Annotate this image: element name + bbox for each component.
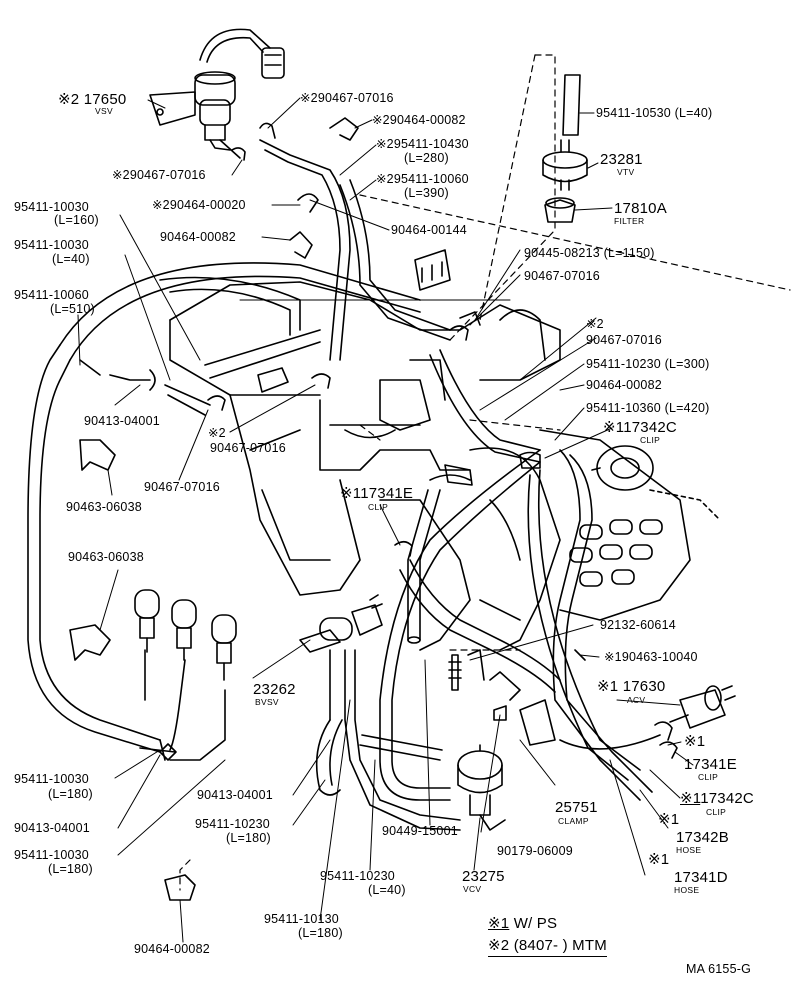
label-90413-04001-c: 90413-04001 bbox=[14, 821, 90, 835]
label-17342b-mark: ※1 bbox=[658, 811, 680, 828]
label-92132-60614: 92132-60614 bbox=[600, 618, 676, 632]
label-90463-10040: ※190463-10040 bbox=[604, 650, 698, 664]
label-17342c-b-sub: CLIP bbox=[706, 807, 727, 817]
vtv-valve-icon bbox=[542, 74, 588, 191]
label-17341e-a-sub: CLIP bbox=[368, 502, 389, 512]
label-17342b-sub: HOSE bbox=[676, 845, 702, 855]
label-17341e-b-sub: CLIP bbox=[698, 772, 719, 782]
label-95411-10230-l40: 95411-10230 bbox=[320, 869, 395, 883]
label-acv-sub: ACV bbox=[627, 695, 646, 705]
label-95411-10030-l40-len: (L=40) bbox=[52, 252, 90, 266]
label-90467-07016-a: ※290467-07016 bbox=[300, 91, 394, 105]
label-90463-06038-b: 90463-06038 bbox=[68, 550, 144, 564]
vsv-valve-icon bbox=[149, 47, 285, 159]
label-vsv: ※2 17650 bbox=[58, 91, 127, 108]
label-90449-15001: 90449-15001 bbox=[382, 824, 458, 838]
small-tubes bbox=[79, 359, 226, 761]
screw-icon bbox=[448, 654, 462, 691]
label-90467-07016-c: 90467-07016 bbox=[524, 269, 600, 283]
label-90464-00082-b: 90464-00082 bbox=[160, 230, 236, 244]
label-17341d: 17341D bbox=[674, 869, 728, 886]
label-vsv-sub: VSV bbox=[95, 106, 113, 116]
label-90413-04001-b: 90413-04001 bbox=[197, 788, 273, 802]
label-90467-07016-d-mark: ※2 bbox=[586, 317, 604, 331]
vsv-hoses bbox=[159, 28, 451, 379]
label-90467-07016-d: 90467-07016 bbox=[586, 333, 662, 347]
label-95411-10030-l160-len: (L=160) bbox=[54, 213, 99, 227]
distributor bbox=[569, 445, 721, 587]
vcv-icon bbox=[457, 744, 506, 831]
label-90464-00144: 90464-00144 bbox=[391, 223, 467, 237]
label-95411-10030-l40: 95411-10030 bbox=[14, 238, 89, 252]
drawing-code: MA 6155-G bbox=[686, 962, 752, 976]
label-95411-10060-b-len: (L=510) bbox=[50, 302, 95, 316]
label-95411-10030-l180-b: 95411-10030 bbox=[14, 848, 89, 862]
label-95411-10060-a-len: (L=390) bbox=[404, 186, 449, 200]
label-17341e-a: ※117341E bbox=[340, 485, 414, 502]
label-90467-07016-f: 90467-07016 bbox=[144, 480, 220, 494]
vacuum-switches bbox=[134, 589, 237, 761]
label-90467-07016-e-mark: ※2 bbox=[208, 426, 226, 440]
label-90467-07016-e: 90467-07016 bbox=[210, 441, 286, 455]
filter-icon bbox=[544, 197, 576, 223]
label-95411-10360: 95411-10360 (L=420) bbox=[586, 401, 710, 415]
legend-line-1: ※1 W/ PS bbox=[488, 915, 558, 932]
label-17342c-b: ※117342C bbox=[680, 790, 754, 807]
label-95411-10230-l300: 95411-10230 (L=300) bbox=[586, 357, 710, 371]
label-acv: ※1 17630 bbox=[597, 678, 666, 695]
bvsv-icon bbox=[319, 594, 383, 641]
label-bvsv-sub: BVSV bbox=[255, 697, 279, 707]
label-clamp-sub: CLAMP bbox=[558, 816, 589, 826]
phantom-lines bbox=[179, 54, 791, 891]
label-95411-10430: ※295411-10430 bbox=[376, 137, 469, 151]
label-95411-10030-l160: 95411-10030 bbox=[14, 200, 89, 214]
label-95411-10130: 95411-10130 bbox=[264, 912, 339, 926]
label-90445-08213: 90445-08213 (L=1150) bbox=[524, 246, 655, 260]
label-95411-10030-l180-a: 95411-10030 bbox=[14, 772, 89, 786]
label-17342c-a: ※117342C bbox=[603, 419, 677, 436]
label-vcv-sub: VCV bbox=[463, 884, 482, 894]
label-90464-00082-a: ※290464-00082 bbox=[372, 113, 466, 127]
label-90467-07016-b: ※290467-07016 bbox=[112, 168, 206, 182]
leader-lines bbox=[77, 97, 694, 943]
label-17341d-mark: ※1 bbox=[648, 851, 670, 868]
label-95411-10230-l180-len: (L=180) bbox=[226, 831, 271, 845]
label-95411-10060-a: ※295411-10060 bbox=[376, 172, 469, 186]
label-17341e-b-mark: ※1 bbox=[684, 733, 706, 750]
label-95411-10230-l180: 95411-10230 bbox=[195, 817, 270, 831]
label-17342b: 17342B bbox=[676, 829, 729, 846]
label-vcv: 23275 bbox=[462, 868, 505, 885]
label-bvsv: 23262 bbox=[253, 681, 296, 698]
label-vtv: 23281 bbox=[600, 151, 643, 168]
label-17341d-sub: HOSE bbox=[674, 885, 700, 895]
acv-icon bbox=[669, 685, 736, 729]
label-90464-00082-d: 90464-00082 bbox=[134, 942, 210, 956]
label-filter: 17810A bbox=[614, 200, 667, 217]
lower-hoses bbox=[315, 349, 661, 831]
label-90464-00020: ※290464-00020 bbox=[152, 198, 246, 212]
label-95411-10530: 95411-10530 (L=40) bbox=[596, 106, 713, 120]
label-17341e-b: 17341E bbox=[684, 756, 737, 773]
label-95411-10030-l180-b-len: (L=180) bbox=[48, 862, 93, 876]
label-filter-sub: FILTER bbox=[614, 216, 645, 226]
legend-line-2: ※2 (8407- ) MTM bbox=[488, 938, 607, 957]
label-95411-10030-l180-a-len: (L=180) bbox=[48, 787, 93, 801]
label-clamp: 25751 bbox=[555, 799, 598, 816]
label-90463-06038-a: 90463-06038 bbox=[66, 500, 142, 514]
label-90179-06009: 90179-06009 bbox=[497, 844, 573, 858]
label-95411-10060-b: 95411-10060 bbox=[14, 288, 89, 302]
label-95411-10230-l40-len: (L=40) bbox=[368, 883, 406, 897]
left-hose-loop bbox=[27, 262, 421, 753]
label-90464-00082-c: 90464-00082 bbox=[586, 378, 662, 392]
clamps bbox=[69, 117, 678, 901]
label-17342c-a-sub: CLIP bbox=[640, 435, 661, 445]
label-95411-10130-len: (L=180) bbox=[298, 926, 343, 940]
label-90413-04001-a: 90413-04001 bbox=[84, 414, 160, 428]
label-95411-10430-len: (L=280) bbox=[404, 151, 449, 165]
label-vtv-sub: VTV bbox=[617, 167, 635, 177]
